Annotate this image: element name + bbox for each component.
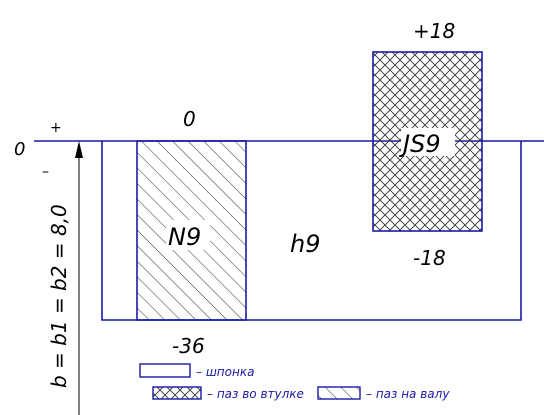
legend-shaft-swatch xyxy=(317,386,361,400)
js9-label: JS9 xyxy=(399,130,441,158)
dimension-label: b = b1 = b2 = 8,0 xyxy=(47,204,71,388)
js9-lower-deviation: -18 xyxy=(413,246,446,270)
n9-label-mask xyxy=(166,220,210,250)
plus-sign: + xyxy=(50,120,62,136)
legend-hub-text: – паз во втулке xyxy=(207,387,304,401)
minus-sign: – xyxy=(42,164,49,180)
n9-lower-deviation: -36 xyxy=(172,334,205,358)
js9-upper-deviation: +18 xyxy=(413,19,455,43)
n9-upper-deviation: 0 xyxy=(183,107,196,131)
h9-label: h9 xyxy=(290,230,320,258)
legend-shaft-text: – паз на валу xyxy=(366,387,450,401)
legend-key-swatch xyxy=(139,363,191,378)
dimension-arrow-icon xyxy=(75,141,83,158)
zero-label: 0 xyxy=(14,139,25,160)
key-h9-outline xyxy=(101,141,522,321)
js9-label-mask xyxy=(401,128,455,156)
legend-hub-swatch xyxy=(152,386,202,400)
n9-label: N9 xyxy=(168,223,201,251)
legend-key-text: – шпонка xyxy=(196,365,254,379)
